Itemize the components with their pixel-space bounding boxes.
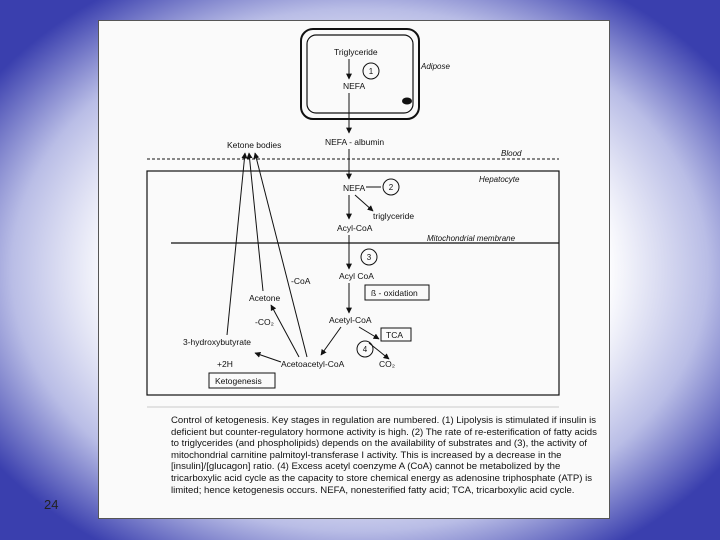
- acetone-label: Acetone: [249, 293, 280, 303]
- re-esterification-arrow: [354, 194, 374, 212]
- tca-label: TCA: [386, 330, 403, 340]
- beta-oxidation-label: ß - oxidation: [371, 288, 418, 298]
- ketogenesis-diagram: Triglyceride 1 NEFA Adipose NEFA - album…: [146, 28, 560, 408]
- hydroxybutyrate-label: 3-hydroxybutyrate: [183, 337, 251, 347]
- adipose-label: Adipose: [420, 62, 450, 71]
- acetone-export-arrow: [246, 152, 264, 292]
- thiolase-arrow: [320, 326, 342, 356]
- acetoacetate-export-arrow: [253, 152, 308, 358]
- figure-caption: Control of ketogenesis. Key stages in re…: [171, 415, 597, 496]
- acyl-coa-mito-label: Acyl CoA: [339, 271, 374, 281]
- triglyceride-adipose-label: Triglyceride: [334, 47, 378, 57]
- step-4-circle: [356, 340, 374, 358]
- decarboxylation-arrow: [270, 304, 300, 358]
- beta-oxidation-box: [364, 284, 430, 301]
- blood-label: Blood: [501, 149, 522, 158]
- mitochondrial-membrane-label: Mitochondrial membrane: [427, 234, 516, 243]
- nefa-hepatocyte-label: NEFA: [343, 183, 366, 193]
- ketone-bodies-label: Ketone bodies: [227, 140, 281, 150]
- acyl-coa-label: Acyl-CoA: [337, 223, 373, 233]
- step-1-label: 1: [369, 67, 374, 76]
- step-3-label: 3: [367, 253, 372, 262]
- hepatocyte-box: [146, 170, 560, 396]
- step-1-circle: [362, 62, 380, 80]
- ketogenesis-box: [208, 372, 276, 389]
- slide-number: 24: [44, 497, 59, 512]
- nefa-adipose-label: NEFA: [343, 81, 366, 91]
- step-2-circle: [382, 178, 400, 196]
- plus-2h-label: +2H: [217, 359, 233, 369]
- step-4-label: 4: [363, 345, 368, 354]
- nefa-albumin-label: NEFA - albumin: [325, 137, 384, 147]
- co2-tca-label: CO₂: [379, 359, 395, 369]
- adipose-cell-inner: [306, 34, 414, 114]
- tca-entry-arrow: [358, 326, 380, 340]
- reduction-arrow: [254, 351, 282, 363]
- acetoacetyl-coa-label: Acetoacetyl-CoA: [281, 359, 345, 369]
- ketogenesis-label: Ketogenesis: [215, 376, 262, 386]
- step-3-circle: [360, 248, 378, 266]
- ketogenesis-figure: Triglyceride 1 NEFA Adipose NEFA - album…: [98, 20, 610, 519]
- hydroxybutyrate-export-arrow: [226, 152, 248, 336]
- adipose-cell-outer: [300, 28, 420, 120]
- triglyceride-liver-label: triglyceride: [373, 211, 414, 221]
- step-2-label: 2: [389, 183, 394, 192]
- coa-minus-label: -CoA: [291, 276, 311, 286]
- co2-minus-label: -CO₂: [255, 317, 274, 327]
- adipose-nucleus: [402, 97, 412, 105]
- tca-box: [380, 327, 412, 342]
- acetyl-coa-label: Acetyl-CoA: [329, 315, 372, 325]
- hepatocyte-label: Hepatocyte: [479, 175, 520, 184]
